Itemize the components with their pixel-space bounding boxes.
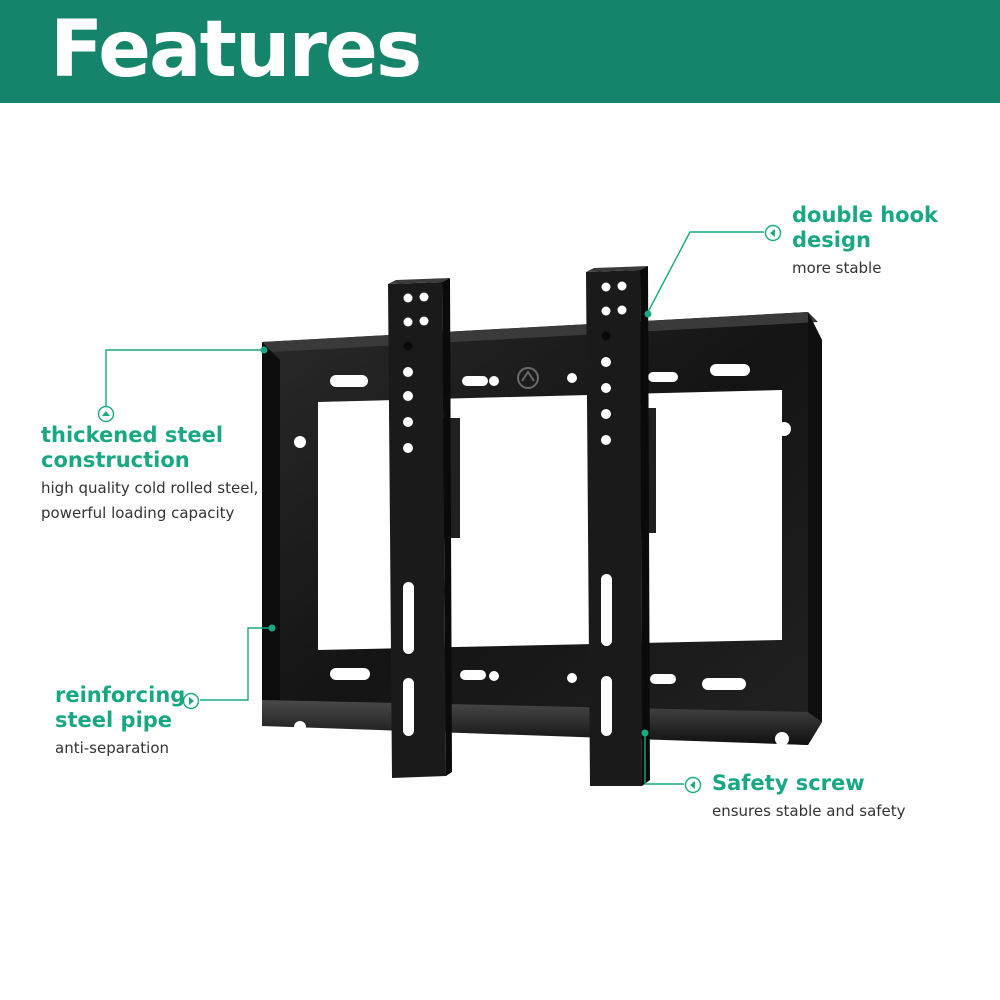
callout-desc: powerful loading capacity [41,504,235,522]
callout-double-hook: double hook design more stable [792,203,938,281]
callout-reinforcing-pipe: reinforcing steel pipe anti-separation [55,683,185,761]
callout-title: Safety screw [712,771,865,795]
callout-thickened-steel: thickened steel construction high qualit… [41,423,258,526]
callout-title: reinforcing [55,683,186,707]
circle-arrow-left-icon [764,224,782,242]
callout-desc: high quality cold rolled steel, [41,479,259,497]
callout-desc: ensures stable and safety [712,802,906,820]
callout-desc: more stable [792,259,882,277]
circle-arrow-right-icon [182,692,200,710]
left-vertical-arm [388,278,452,778]
circle-arrow-up-icon [97,405,115,423]
callout-title: double hook [792,203,938,227]
circle-arrow-left-icon [684,776,702,794]
callout-title: design [792,228,871,252]
back-plate [262,312,822,746]
callout-desc: anti-separation [55,739,170,757]
callout-title: steel pipe [55,708,173,732]
header-banner: Features [0,0,1000,103]
right-vertical-arm [586,266,650,786]
callout-title: construction [41,448,190,472]
page-title: Features [50,5,422,95]
callout-safety-screw: Safety screw ensures stable and safety [712,771,906,824]
callout-title: thickened steel [41,423,224,447]
